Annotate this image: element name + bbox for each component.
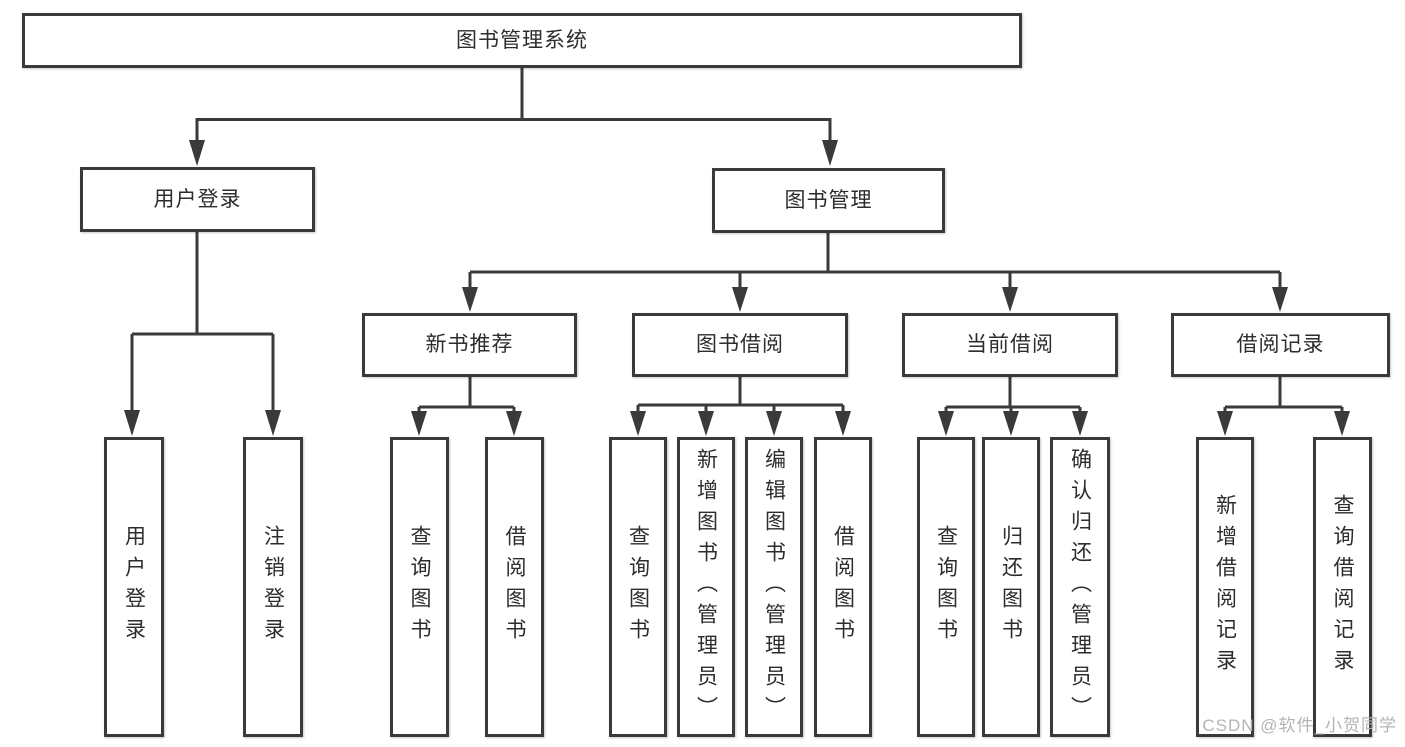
- leaf-confirm-return-admin: 确认归还（管理员）: [1050, 437, 1110, 737]
- arrowheads: [124, 140, 1350, 436]
- leaf-return-book: 归还图书: [982, 437, 1040, 737]
- node-user-login: 用户登录: [80, 167, 315, 232]
- node-book-management: 图书管理: [712, 168, 945, 233]
- node-current-borrow: 当前借阅: [902, 313, 1118, 377]
- leaf-query-books-recommend: 查询图书: [390, 437, 449, 737]
- node-new-book-recommend: 新书推荐: [362, 313, 577, 377]
- node-borrow-records: 借阅记录: [1171, 313, 1390, 377]
- leaf-borrow-books-recommend: 借阅图书: [485, 437, 544, 737]
- leaf-add-borrow-record: 新增借阅记录: [1196, 437, 1254, 737]
- watermark: CSDN @软件_小贺同学: [1202, 716, 1397, 735]
- leaf-user-login: 用户登录: [104, 437, 164, 737]
- leaf-logout: 注销登录: [243, 437, 303, 737]
- leaf-borrow-books: 借阅图书: [814, 437, 872, 737]
- leaf-add-book-admin: 新增图书（管理员）: [677, 437, 735, 737]
- leaf-query-books-current: 查询图书: [917, 437, 975, 737]
- node-root: 图书管理系统: [22, 13, 1022, 68]
- node-book-borrow: 图书借阅: [632, 313, 848, 377]
- leaf-edit-book-admin: 编辑图书（管理员）: [745, 437, 803, 737]
- leaf-query-borrow-record: 查询借阅记录: [1313, 437, 1372, 737]
- leaf-query-books-borrow: 查询图书: [609, 437, 667, 737]
